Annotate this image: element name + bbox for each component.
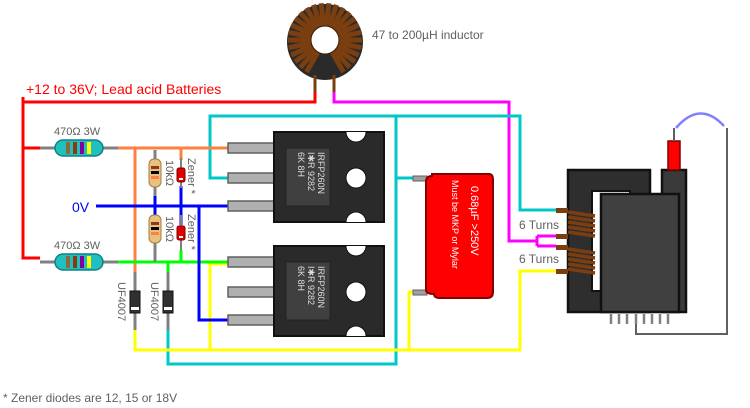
- flyback-pins: [609, 314, 670, 324]
- resistor-10k-top: [148, 150, 162, 196]
- toroid-inductor: [287, 2, 363, 92]
- mosfet-top-line1: IRFP260N: [316, 152, 326, 194]
- footnote: * Zener diodes are 12, 15 or 18V: [3, 391, 177, 405]
- mosfet-bottom-line3: 6K 8H: [296, 266, 306, 291]
- primary-bottom-label: 6 Turns: [519, 252, 559, 266]
- toroid-winding-turn: [290, 43, 314, 58]
- toroid-winding-turn: [323, 2, 332, 27]
- toroid-winding-turn: [304, 6, 321, 30]
- toroid-winding-turn: [288, 40, 312, 51]
- toroid-winding-turn: [293, 16, 316, 34]
- resistor-470-bottom-label: 470Ω 3W: [54, 240, 101, 252]
- toroid-winding-turn: [338, 40, 362, 51]
- toroid-winding-turn: [298, 48, 318, 70]
- toroid-winding-turn: [332, 10, 352, 32]
- mosfet-bottom-pins: [227, 256, 277, 326]
- inductor-label: 47 to 200µH inductor: [372, 28, 484, 42]
- flyback-transformer: [566, 128, 688, 324]
- diode-left-label: UF4007: [115, 282, 127, 321]
- primary-winding-top: [556, 208, 596, 239]
- toroid-winding-turn: [336, 43, 360, 58]
- toroid-winding-turn: [311, 4, 324, 28]
- resistor-470-top-label: 470Ω 3W: [54, 126, 101, 138]
- mosfet-top-line2: I✱R 9282: [306, 152, 316, 191]
- toroid-winding-turn: [332, 48, 352, 70]
- toroid-winding-turn: [293, 46, 316, 64]
- resistor-470-top: [40, 139, 118, 157]
- toroid-winding-turn: [326, 4, 339, 28]
- toroid-winding-turn: [334, 16, 357, 34]
- diode-right: [162, 272, 174, 330]
- mosfet-top-pins: [227, 142, 277, 212]
- capacitor-value-label: 0.68µF >250V: [468, 186, 480, 256]
- toroid-winding-turn: [290, 22, 314, 37]
- mosfet-bottom-line1: IRFP260N: [316, 266, 326, 308]
- toroid-winding-turn: [336, 22, 360, 37]
- center-tap-wire: [332, 85, 556, 248]
- arc-spark: [675, 112, 725, 129]
- ground-label: 0V: [72, 199, 90, 215]
- hv-return-wire: [635, 128, 728, 335]
- zener-bottom-label: Zener *: [185, 214, 197, 251]
- toroid-winding-turn: [329, 50, 346, 74]
- zener-bottom: [176, 215, 186, 250]
- diode-left: [129, 272, 141, 330]
- mosfet-top: [227, 131, 385, 223]
- resistor-10k-bottom: [148, 214, 162, 262]
- toroid-winding-turn: [338, 29, 362, 40]
- toroid-winding-turn: [318, 2, 327, 27]
- capacitor: [412, 173, 494, 299]
- toroid-winding-turn: [298, 10, 318, 32]
- zener-top: [176, 158, 186, 188]
- resistor-470-bottom: [40, 253, 118, 271]
- supply-label: +12 to 36V; Lead acid Batteries: [26, 81, 221, 97]
- resistor-10k-top-label: 10kΩ: [163, 160, 175, 186]
- primary-winding-bottom: [556, 245, 596, 275]
- resistor-10k-bottom-label: 10kΩ: [163, 216, 175, 242]
- toroid-winding-turn: [304, 50, 321, 74]
- mosfet-top-line3: 6K 8H: [296, 152, 306, 177]
- primary-top-label: 6 Turns: [519, 218, 559, 232]
- toroid-winding-turn: [288, 29, 312, 40]
- toroid-winding-turn: [329, 6, 346, 30]
- toroid-winding-turn: [334, 46, 357, 64]
- mosfet-bottom-line2: I✱R 9282: [306, 266, 316, 305]
- mosfet-bottom: [227, 245, 385, 337]
- zener-top-label: Zener *: [185, 158, 197, 195]
- diode-right-label: UF4007: [148, 282, 160, 321]
- capacitor-type-label: Must be MKP or Mylar: [450, 180, 460, 269]
